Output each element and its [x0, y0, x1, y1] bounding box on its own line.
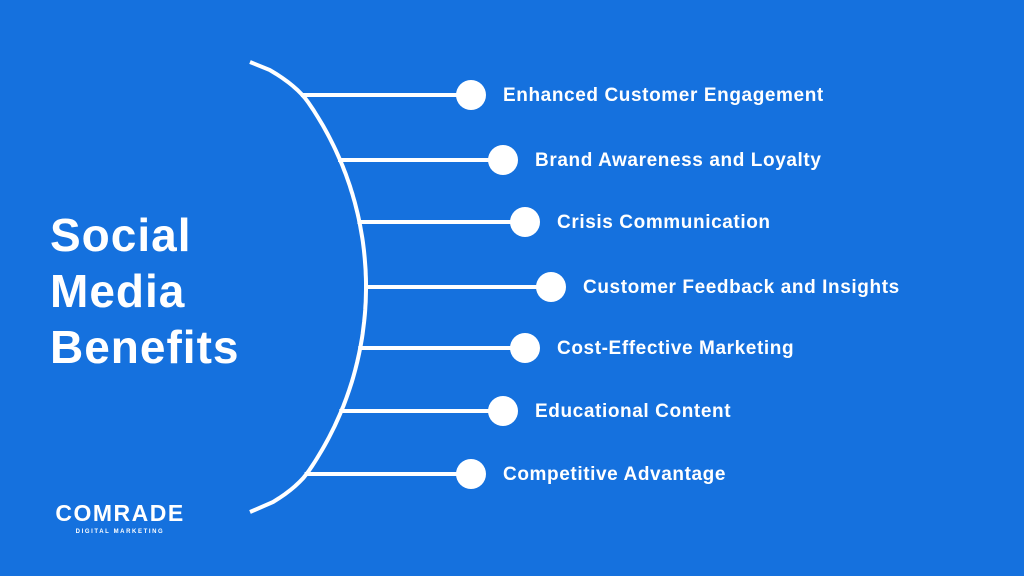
benefit-label: Customer Feedback and Insights — [583, 277, 900, 298]
branch-dot — [488, 145, 518, 175]
title-line-1: Social — [50, 209, 192, 261]
branch-dot — [488, 396, 518, 426]
benefit-label: Brand Awareness and Loyalty — [535, 150, 822, 171]
title-line-3: Benefits — [50, 321, 240, 373]
curved-spine — [249, 60, 368, 514]
brand-logo: COMRADE DIGITAL MARKETING — [54, 500, 186, 535]
branch-dot — [536, 272, 566, 302]
logo-tagline: DIGITAL MARKETING — [75, 529, 165, 535]
branch-dot — [510, 207, 540, 237]
title-line-2: Media — [50, 265, 186, 317]
benefit-label: Educational Content — [535, 401, 732, 422]
benefit-label: Enhanced Customer Engagement — [503, 85, 824, 106]
branch-dot — [456, 459, 486, 489]
logo-name: COMRADE — [55, 500, 185, 526]
page-title: Social Media Benefits — [50, 207, 239, 375]
branch-dot — [510, 333, 540, 363]
benefit-label: Competitive Advantage — [503, 464, 727, 485]
benefit-label: Cost-Effective Marketing — [557, 338, 795, 359]
branch-dot — [456, 80, 486, 110]
benefit-label: Crisis Communication — [557, 212, 771, 233]
